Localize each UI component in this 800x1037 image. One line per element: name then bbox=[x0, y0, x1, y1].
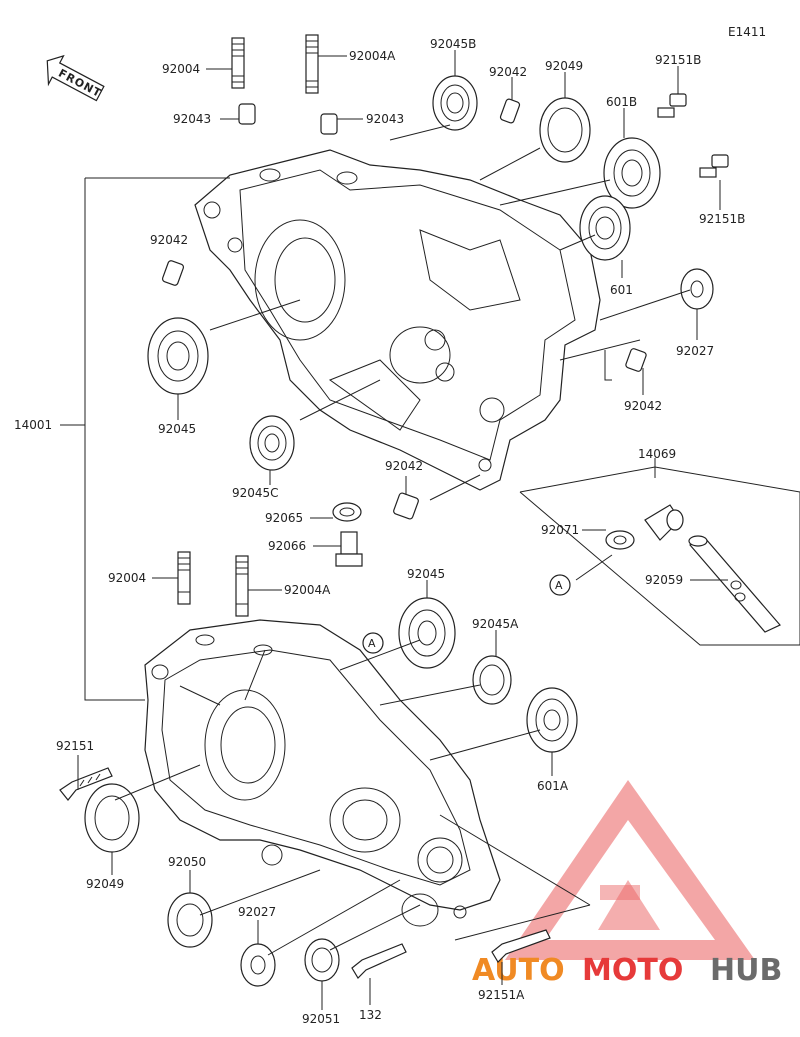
label-14069: 14069 bbox=[638, 447, 676, 461]
watermark-moto: MOTO bbox=[582, 953, 683, 988]
label-92066: 92066 bbox=[268, 539, 306, 553]
screw-92151b-top bbox=[657, 93, 687, 118]
washer-92027-top bbox=[680, 268, 714, 310]
label-92045c: 92045C bbox=[232, 486, 279, 500]
bearing-92045c bbox=[249, 415, 295, 471]
lower-crankcase-half bbox=[144, 619, 501, 927]
leader-lines bbox=[60, 50, 728, 1010]
diagram-code: E1411 bbox=[728, 25, 766, 39]
upper-crankcase-half bbox=[194, 149, 601, 491]
label-92045-lower: 92045 bbox=[407, 567, 445, 581]
svg-text:A: A bbox=[368, 637, 376, 650]
dowel-92042-left bbox=[161, 260, 185, 286]
label-92027-lower: 92027 bbox=[238, 905, 276, 919]
stud-92004-lower bbox=[177, 551, 191, 605]
bearing-92045-upper bbox=[147, 317, 209, 395]
bolt-92151 bbox=[59, 767, 113, 801]
fitting-92071 bbox=[605, 530, 635, 550]
label-92043-right: 92043 bbox=[366, 112, 404, 126]
stud-92004a-upper bbox=[305, 34, 319, 94]
dowel-92043-left bbox=[238, 103, 256, 125]
label-92042-right: 92042 bbox=[624, 399, 662, 413]
label-601a: 601A bbox=[537, 779, 569, 793]
label-92042-left: 92042 bbox=[150, 233, 188, 247]
label-92049-top: 92049 bbox=[545, 59, 583, 73]
label-92004-upper: 92004 bbox=[162, 62, 200, 76]
stud-92004-upper bbox=[231, 37, 245, 89]
bolt-92151a bbox=[491, 929, 551, 963]
label-92050: 92050 bbox=[168, 855, 206, 869]
bearing-92045a bbox=[472, 655, 512, 705]
watermark-auto: AUTO bbox=[472, 953, 565, 988]
bearing-601b bbox=[603, 137, 661, 209]
plug-92066 bbox=[335, 531, 363, 567]
label-92151b-top: 92151B bbox=[655, 53, 701, 67]
label-92027-top: 92027 bbox=[676, 344, 714, 358]
bearing-601a bbox=[526, 687, 578, 753]
washer-92027-lower bbox=[240, 943, 276, 987]
label-601b: 601B bbox=[606, 95, 637, 109]
label-14001: 14001 bbox=[14, 418, 52, 432]
seal-92051 bbox=[304, 938, 340, 982]
label-92151: 92151 bbox=[56, 739, 94, 753]
label-92004a-upper: 92004A bbox=[349, 49, 396, 63]
bearing-92045b bbox=[432, 75, 478, 131]
bearing-601 bbox=[579, 195, 631, 261]
callout-a-lower: A bbox=[362, 632, 384, 654]
label-92059: 92059 bbox=[645, 573, 683, 587]
front-arrow-icon: FRONT bbox=[46, 54, 105, 102]
oil-seal-92049-lower bbox=[84, 783, 140, 853]
dowel-92042-right bbox=[625, 348, 647, 372]
breather-box-14069 bbox=[519, 466, 800, 646]
oil-seal-92049-top bbox=[539, 97, 591, 163]
watermark-hub: HUB bbox=[710, 953, 782, 988]
label-92151a: 92151A bbox=[478, 988, 525, 1002]
washer-92065 bbox=[332, 502, 362, 522]
dowel-92043-right bbox=[320, 113, 338, 135]
stud-92004a-lower bbox=[235, 555, 249, 617]
label-92042-top: 92042 bbox=[489, 65, 527, 79]
label-92043-left: 92043 bbox=[173, 112, 211, 126]
label-92065: 92065 bbox=[265, 511, 303, 525]
oil-seal-92050 bbox=[167, 892, 213, 948]
label-92045-upper: 92045 bbox=[158, 422, 196, 436]
label-92045a: 92045A bbox=[472, 617, 519, 631]
dowel-92042-top bbox=[499, 98, 521, 124]
label-92045b: 92045B bbox=[430, 37, 476, 51]
label-92151b-right: 92151B bbox=[699, 212, 745, 226]
screw-92151b-right bbox=[699, 154, 729, 178]
dowel-92042-bottom bbox=[393, 492, 419, 520]
label-92004a-lower: 92004A bbox=[284, 583, 331, 597]
watermark-text: AUTO MOTO HUB bbox=[472, 953, 782, 988]
label-601: 601 bbox=[610, 283, 633, 297]
svg-text:A: A bbox=[555, 579, 563, 592]
label-92071: 92071 bbox=[541, 523, 579, 537]
part-labels: 92004 92004A 92045B 92042 92049 92151B 9… bbox=[14, 37, 745, 1026]
label-92004-lower: 92004 bbox=[108, 571, 146, 585]
bearing-92045-lower bbox=[398, 597, 456, 669]
label-92042-bottom: 92042 bbox=[385, 459, 423, 473]
callout-a-breather: A bbox=[549, 574, 571, 596]
hose-92059 bbox=[688, 535, 781, 633]
label-92049-lower: 92049 bbox=[86, 877, 124, 891]
label-92051: 92051 bbox=[302, 1012, 340, 1026]
label-132: 132 bbox=[359, 1008, 382, 1022]
elbow-fitting bbox=[644, 504, 684, 541]
bolt-132 bbox=[351, 943, 407, 979]
